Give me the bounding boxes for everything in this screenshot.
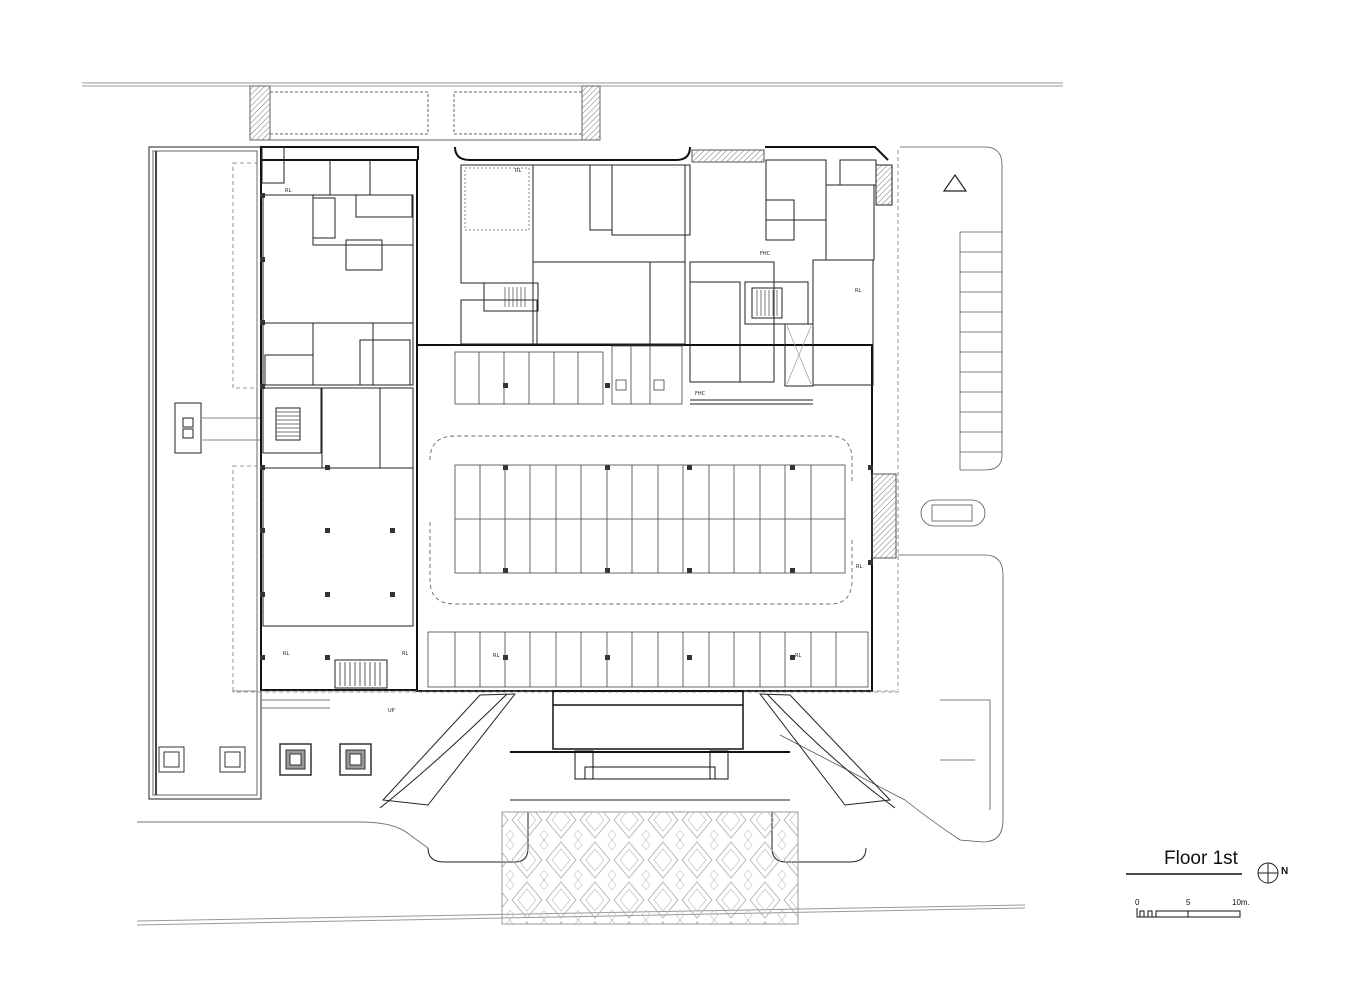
entrance-plaza [501,811,799,925]
light-wells [158,743,372,776]
svg-text:RL: RL [285,188,291,194]
left-hall [262,467,414,689]
hatched-walls [691,149,897,559]
dashed-boundary [232,150,899,693]
drive-aisle [429,435,853,605]
scale-tick-10: 10m. [1232,898,1250,907]
svg-text:RL: RL [283,651,289,657]
site-marker-triangle [942,173,968,192]
svg-text:RL: RL [402,651,408,657]
rooms-upper-center [460,164,691,345]
rooms-upper-left [261,146,414,386]
parking-bottom-row [427,631,869,688]
north-arrow [1257,862,1279,884]
stair-left [262,387,414,469]
top-dropoff [249,85,601,141]
room-marks: RL RL RL FHC FHC RL RL RL RL RL UP [283,168,862,714]
exterior-parking [779,146,1004,843]
entrance-block [510,690,790,780]
columns [260,193,873,660]
svg-text:RL: RL [856,564,862,570]
parking-top-row [454,345,683,405]
svg-text:RL: RL [515,168,521,174]
svg-text:RL: RL [855,288,861,294]
parking-center [454,464,846,574]
svg-text:RL: RL [493,653,499,659]
scale-tick-0: 0 [1135,898,1140,907]
site-boundary-left [137,699,429,849]
svg-text:FHC: FHC [760,251,771,257]
north-label: N [1281,866,1289,877]
svg-text:FHC: FHC [695,391,706,397]
svg-text:RL: RL [795,653,801,659]
drawing-title: Floor 1st [1164,848,1238,869]
left-canopy [148,146,262,800]
svg-text:UP: UP [388,708,395,714]
scale-bar [1136,908,1241,918]
rooms-upper-right [689,159,893,405]
scale-tick-5: 5 [1186,898,1191,907]
